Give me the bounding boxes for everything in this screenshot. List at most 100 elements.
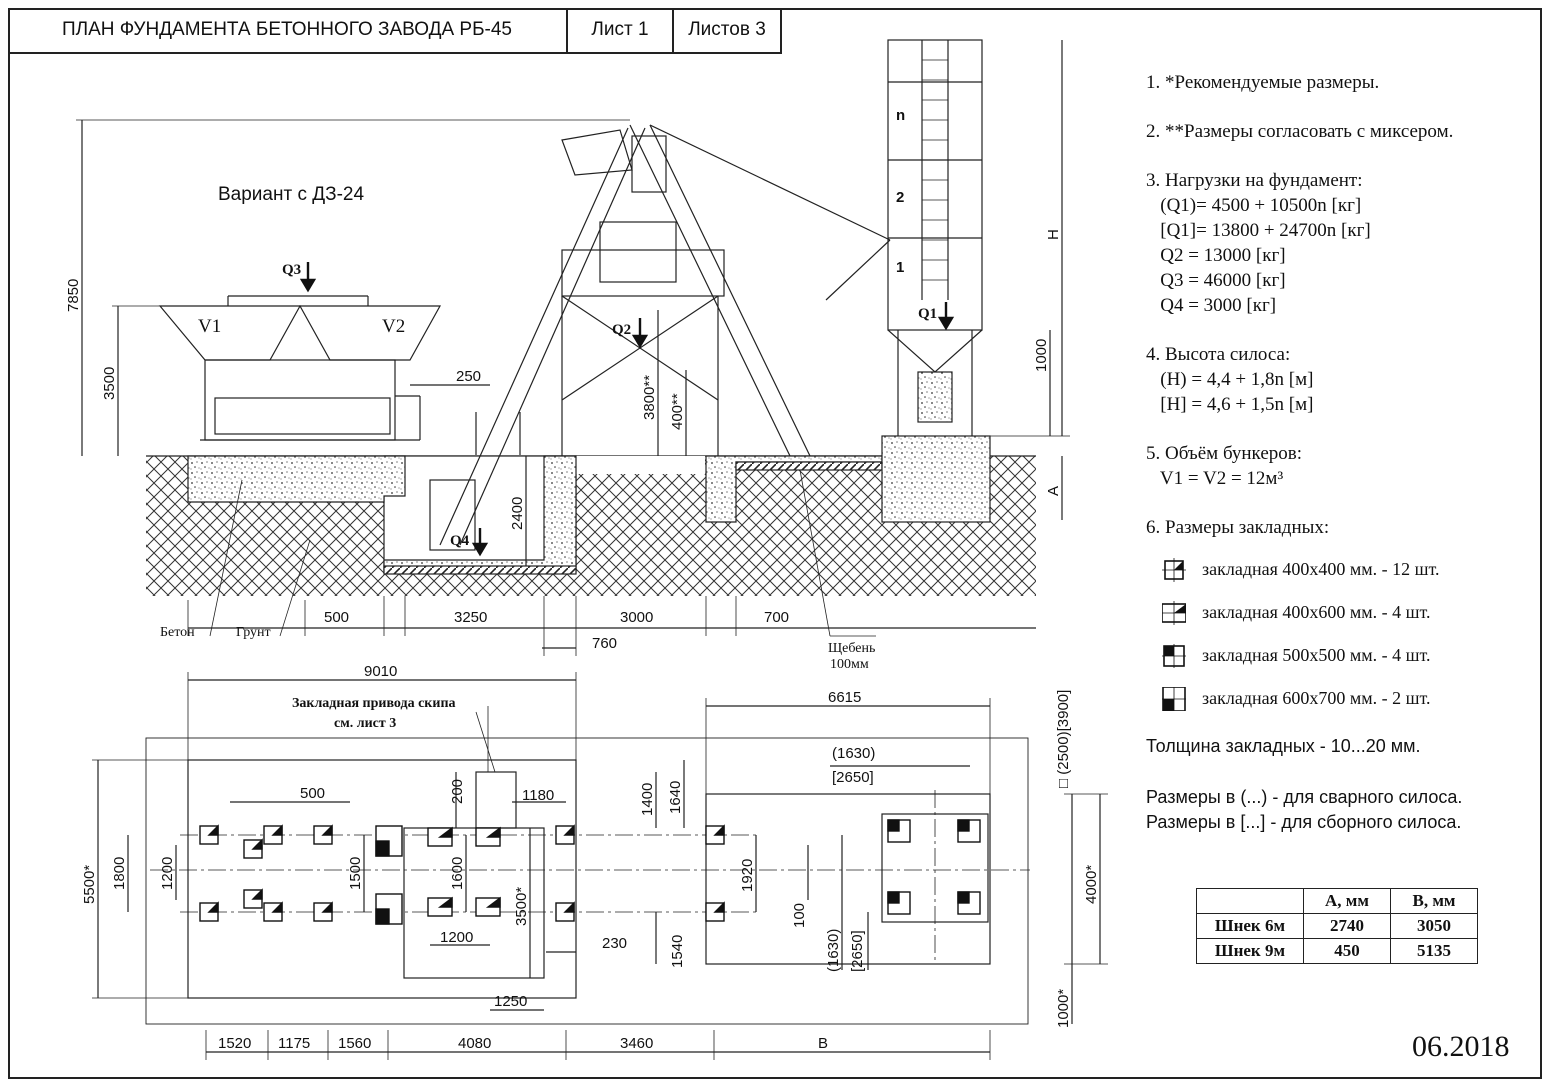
note-4: 4. Высота силоса: [1146, 344, 1291, 365]
note-5-volume: V1 = V2 = 12м³ [1146, 468, 1284, 489]
q1-label: Q1 [918, 306, 937, 322]
note-3-q1-assembled: [Q1]= 13800 + 24700n [кг] [1146, 220, 1371, 241]
drawing-title: ПЛАН ФУНДАМЕНТА БЕТОННОГО ЗАВОДА РБ-45 [8, 8, 568, 52]
embed-600x700 [375, 893, 403, 925]
dim-9010: 9010 [364, 663, 397, 680]
dim-3500-elev: 3500 [101, 367, 118, 400]
legend-embed-400x400-text: закладная 400x400 мм. - 12 шт. [1202, 559, 1440, 579]
dim-1000-plan: 1000* [1055, 989, 1072, 1028]
paren-dims-note: Размеры в (...) - для сварного силоса. [1146, 787, 1463, 807]
embed-400x400 [199, 901, 219, 922]
silo-section-n: n [896, 107, 905, 124]
note-6: 6. Размеры закладных: [1146, 517, 1330, 538]
v1-label: V1 [198, 316, 221, 337]
embed-400x400 [313, 824, 333, 845]
site-outline [145, 737, 1029, 1025]
pit-outline [403, 827, 545, 979]
legend-embed-500x500: закладная 500x500 мм. - 4 шт. [1146, 634, 1536, 677]
dim-H: H [1045, 229, 1062, 240]
dim-B: B [818, 1035, 828, 1052]
gravel-thickness: 100мм [830, 657, 869, 672]
bracket-dims-note: Размеры в [...] - для сборного силоса. [1146, 812, 1462, 832]
silo-slab [705, 793, 991, 965]
q2-label: Q2 [612, 322, 631, 338]
elevation-view [76, 39, 1070, 656]
dim-760: 760 [592, 635, 617, 652]
dim-3500-plan: 3500* [513, 887, 530, 926]
variant-label: Вариант с ДЗ-24 [218, 184, 364, 205]
table-cell: 2740 [1303, 913, 1391, 939]
table-row: Шнек 6м 2740 3050 [1196, 913, 1478, 939]
q3-label: Q3 [282, 262, 301, 278]
dim-700: 700 [764, 609, 789, 626]
dim-4000: 4000* [1083, 865, 1100, 904]
sheets-total: Листов 3 [674, 8, 782, 52]
dim-1000-elev: 1000 [1033, 339, 1050, 372]
note-1: 1. *Рекомендуемые размеры. [1146, 72, 1380, 93]
skip-embed-label-1: Закладная привода скипа [292, 696, 456, 711]
embed-400x600 [475, 826, 501, 847]
beton-label: Бетон [160, 625, 195, 640]
gravel-layer [735, 461, 883, 471]
table-cell: 3050 [1390, 913, 1478, 939]
skip-embed-label-2: см. лист 3 [334, 716, 396, 731]
elevation-labels: Вариант с ДЗ-24 Q3 Q2 Q4 Q1 V1 V2 n 2 1 … [65, 107, 1062, 672]
sheet-number: Лист 1 [568, 8, 674, 52]
load-arrows [299, 262, 955, 557]
embed-400x600 [427, 896, 453, 917]
note-3-q3: Q3 = 46000 [кг] [1146, 270, 1286, 291]
dim-400: 400** [669, 393, 686, 430]
embed-400x400 [199, 824, 219, 845]
dim-1200-horiz: 1200 [440, 929, 473, 946]
note-3-q2: Q2 = 13000 [кг] [1146, 245, 1286, 266]
table-row: Шнек 9м 450 5135 [1196, 938, 1478, 964]
dim-7850: 7850 [65, 279, 82, 312]
note-3-q4: Q4 = 3000 [кг] [1146, 295, 1277, 316]
dim-1500: 1500 [347, 857, 364, 890]
dim-500-elev: 500 [324, 609, 349, 626]
dim-1640: 1640 [667, 781, 684, 814]
skip-drive-embed [475, 771, 517, 829]
embed-400x400 [243, 888, 263, 909]
silo-section-2: 2 [896, 189, 904, 206]
dim-100: 100 [791, 903, 808, 928]
legend-embed-400x600: закладная 400x600 мм. - 4 шт. [1146, 591, 1536, 634]
bunker-slab [187, 759, 577, 999]
dim-1200-vert: 1200 [159, 857, 176, 890]
silo-section-1: 1 [896, 259, 904, 276]
dim-3460: 3460 [620, 1035, 653, 1052]
table-header [1196, 888, 1304, 914]
dim-1630-top: (1630) [832, 745, 875, 762]
drawing-date: 06.2018 [1412, 1030, 1510, 1063]
embed-600x700 [375, 825, 403, 857]
bunker-foundation [187, 455, 406, 503]
embed-plates [199, 819, 981, 925]
v2-label: V2 [382, 316, 405, 337]
embed-500x500-icon [1162, 643, 1186, 668]
dim-2650-side: [2650] [849, 930, 866, 972]
embed-500x500 [957, 819, 981, 843]
table-cell: Шнек 9м [1196, 938, 1304, 964]
dim-1250: 1250 [494, 993, 527, 1010]
silo-foundation [881, 435, 991, 523]
note-2: 2. **Размеры согласовать с миксером. [1146, 121, 1454, 142]
drawing-frame [8, 8, 1542, 1079]
legend-embed-400x600-text: закладная 400x600 мм. - 4 шт. [1202, 602, 1431, 622]
dim-2650-top: [2650] [832, 769, 874, 786]
dim-6615: 6615 [828, 689, 861, 706]
dim-4080: 4080 [458, 1035, 491, 1052]
auger-dims-table: A, мм B, мм Шнек 6м 2740 3050 Шнек 9м 45… [1196, 888, 1478, 964]
legend-embed-500x500-text: закладная 500x500 мм. - 4 шт. [1202, 645, 1431, 665]
note-5: 5. Объём бункеров: [1146, 443, 1302, 464]
embed-400x400 [555, 901, 575, 922]
dim-1560: 1560 [338, 1035, 371, 1052]
plan-labels: Закладная привода скипа см. лист 3 9010 … [81, 663, 1100, 1052]
table-cell: Шнек 6м [1196, 913, 1304, 939]
dim-1400: 1400 [639, 783, 656, 816]
dim-5500: 5500* [81, 865, 98, 904]
legend-embed-400x400: закладная 400x400 мм. - 12 шт. [1146, 548, 1536, 591]
table-cell: 5135 [1390, 938, 1478, 964]
embed-400x400 [263, 824, 283, 845]
dim-3000: 3000 [620, 609, 653, 626]
